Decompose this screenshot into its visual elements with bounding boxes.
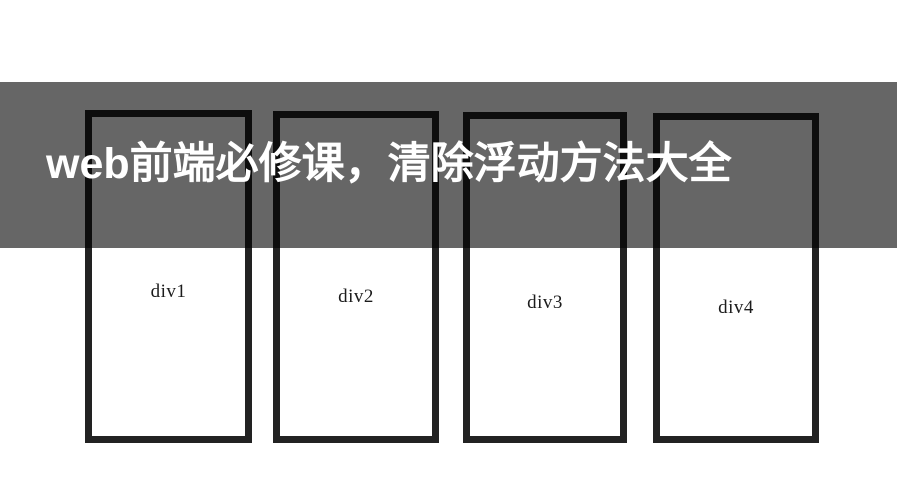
float-box-label: div3 xyxy=(527,292,563,313)
float-box-label: div4 xyxy=(718,297,754,318)
float-box-label: div1 xyxy=(150,281,187,302)
float-box-label: div2 xyxy=(338,286,374,307)
title-overlay-band: web前端必修课，清除浮动方法大全 xyxy=(0,82,897,248)
page-title: web前端必修课，清除浮动方法大全 xyxy=(46,140,732,189)
